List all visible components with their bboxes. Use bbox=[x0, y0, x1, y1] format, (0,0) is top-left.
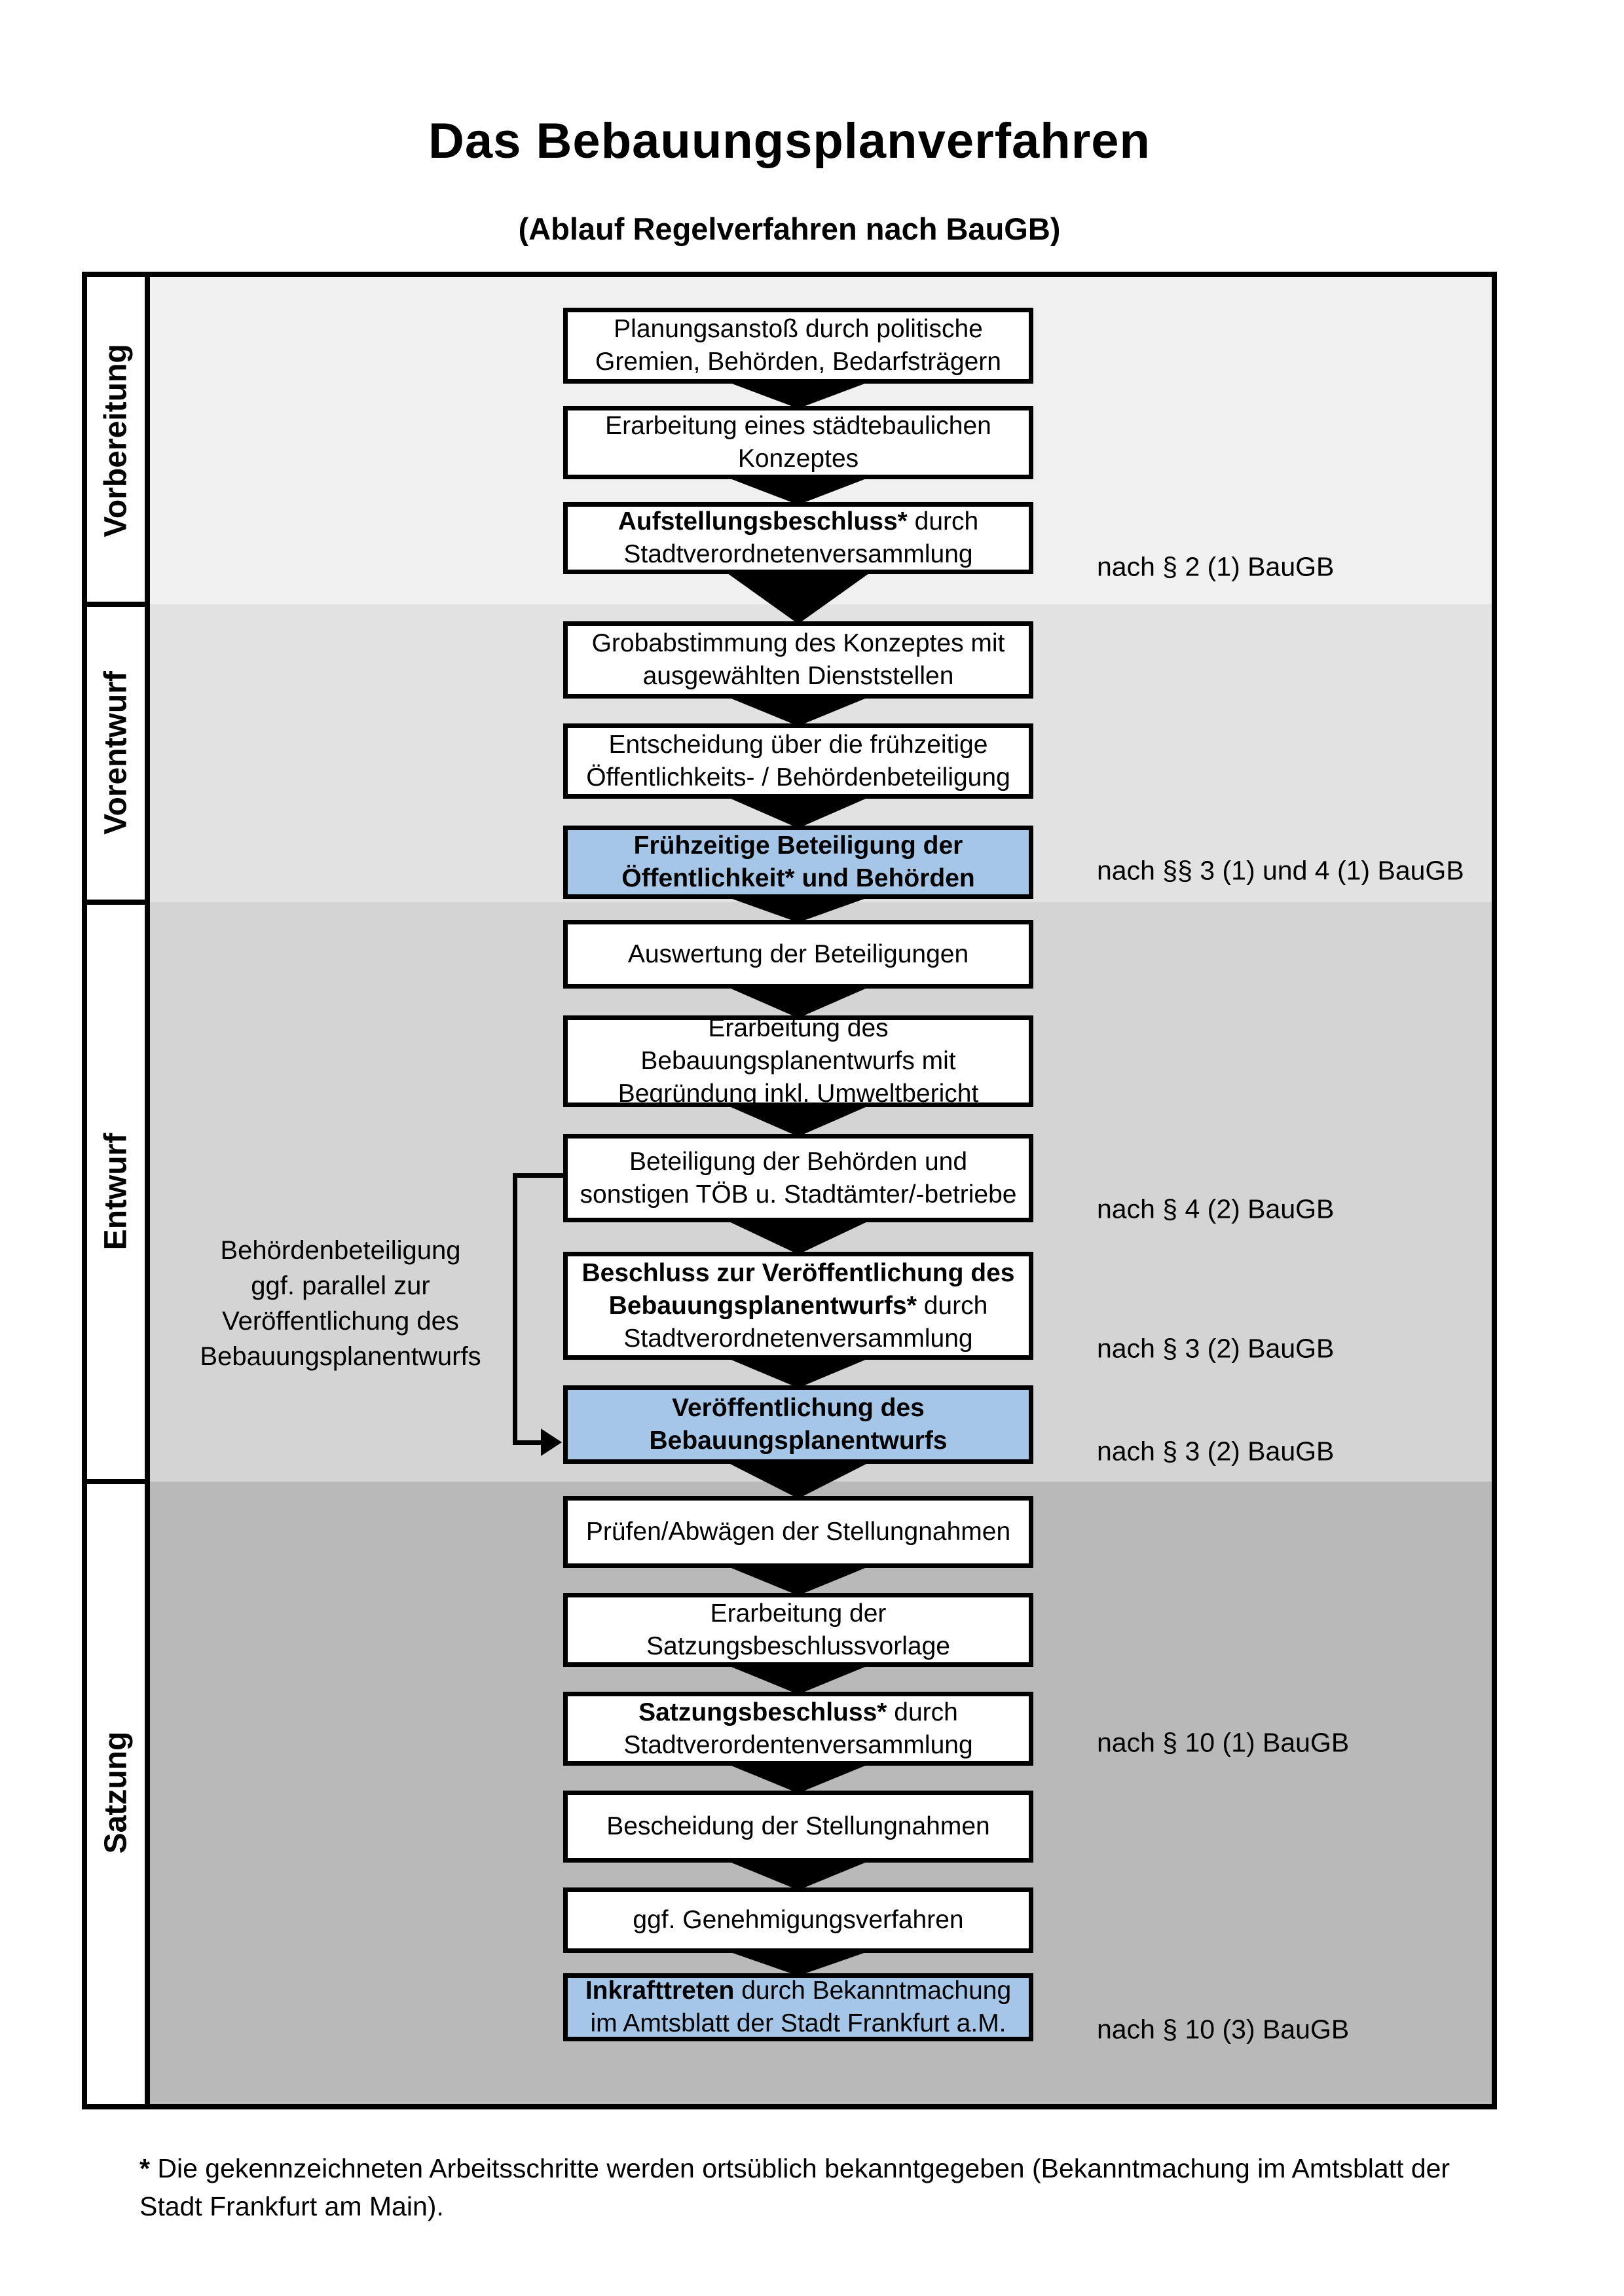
parallel-connector-bottom-line bbox=[517, 1440, 544, 1445]
flow-arrow-down-icon bbox=[725, 1565, 872, 1595]
phase-label-vorbereitung: Vorbereitung bbox=[98, 344, 134, 538]
flow-arrow-down-icon bbox=[725, 1763, 872, 1793]
phase-label-satzung: Satzung bbox=[98, 1731, 134, 1854]
label-column-divider bbox=[145, 272, 150, 2109]
step-text: Entscheidung über die frühzeitige Öffent… bbox=[586, 730, 1010, 792]
step-fruehzeitige-beteiligung: Frühzeitige Beteiligung der Öffentlichke… bbox=[563, 826, 1033, 899]
step-text: Erarbeitung des Bebauungsplanentwurfs mi… bbox=[618, 1014, 979, 1108]
step-satzungsbeschlussvorlage: Erarbeitung der Satzungsbeschlussvorlage bbox=[563, 1593, 1033, 1667]
step-erarbeitung-entwurf: Erarbeitung des Bebauungsplanentwurfs mi… bbox=[563, 1014, 1033, 1108]
legal-ref-inkrafttreten: nach § 10 (3) BauGB bbox=[1097, 2014, 1350, 2045]
step-text: Planungsanstoß durch politische Gremien,… bbox=[595, 315, 1001, 376]
legal-ref-veroeffentlichung: nach § 3 (2) BauGB bbox=[1097, 1436, 1335, 1467]
step-veroeffentlichung: Veröffentlichung des Bebauungsplanentwur… bbox=[563, 1385, 1033, 1464]
step-text: Satzungsbeschluss* durch Stadtverordente… bbox=[623, 1698, 973, 1759]
step-text: Auswertung der Beteiligungen bbox=[627, 939, 969, 968]
flow-arrow-down-icon bbox=[725, 1220, 872, 1254]
parallel-note: Behördenbeteiligung ggf. parallel zur Ve… bbox=[200, 1236, 481, 1371]
step-aufstellungsbeschluss: Aufstellungsbeschluss* durch Stadtverord… bbox=[563, 502, 1033, 574]
step-inkrafttreten: Inkrafttreten durch Bekanntmachung im Am… bbox=[563, 1973, 1033, 2041]
legal-ref-fruehzeitige-beteiligung: nach §§ 3 (1) und 4 (1) BauGB bbox=[1097, 855, 1464, 886]
flow-arrow-down-icon bbox=[725, 696, 872, 726]
flowchart-frame bbox=[82, 272, 1497, 2109]
step-satzungsbeschluss: Satzungsbeschluss* durch Stadtverordente… bbox=[563, 1692, 1033, 1766]
step-genehmigungsverfahren: ggf. Genehmigungsverfahren bbox=[563, 1887, 1033, 1953]
step-text: Beschluss zur Veröffentlichung des Bebau… bbox=[581, 1258, 1015, 1353]
step-text: Aufstellungsbeschluss* durch Stadtverord… bbox=[618, 507, 979, 568]
step-entscheidung-beteiligung: Entscheidung über die frühzeitige Öffent… bbox=[563, 723, 1033, 799]
step-text: Erarbeitung der Satzungsbeschlussvorlage bbox=[646, 1599, 950, 1660]
phase-label-entwurf: Entwurf bbox=[98, 1133, 134, 1250]
step-beteiligung-behoerden: Beteiligung der Behörden und sonstigen T… bbox=[563, 1134, 1033, 1222]
step-planungsanstoss: Planungsanstoß durch politische Gremien,… bbox=[563, 308, 1033, 384]
footnote-marker: * bbox=[139, 2153, 150, 2183]
flow-arrow-down-icon bbox=[725, 1104, 872, 1137]
legal-ref-aufstellungsbeschluss: nach § 2 (1) BauGB bbox=[1097, 551, 1335, 582]
flow-arrow-down-icon bbox=[725, 1664, 872, 1694]
flow-arrow-down-icon bbox=[725, 381, 872, 409]
phase-cell-divider bbox=[87, 602, 145, 607]
parallel-connector-arrowhead-icon bbox=[541, 1429, 562, 1456]
step-beschluss-veroeffentlichung: Beschluss zur Veröffentlichung des Bebau… bbox=[563, 1252, 1033, 1360]
footnote-text: Die gekennzeichneten Arbeitsschritte wer… bbox=[139, 2153, 1450, 2221]
flow-arrow-down-icon bbox=[725, 1860, 872, 1890]
flow-arrow-down-icon bbox=[725, 1950, 872, 1976]
phase-cell-divider bbox=[87, 1479, 145, 1484]
step-text: Inkrafttreten durch Bekanntmachung im Am… bbox=[585, 1977, 1012, 2037]
parallel-connector-top-line bbox=[513, 1173, 563, 1178]
flow-arrow-down-icon bbox=[725, 1357, 872, 1388]
step-grobabstimmung: Grobabstimmung des Konzeptes mit ausgewä… bbox=[563, 621, 1033, 699]
flow-arrow-down-icon bbox=[725, 796, 872, 828]
step-pruefen-abwaegen: Prüfen/Abwägen der Stellungnahmen bbox=[563, 1496, 1033, 1568]
legal-ref-behoerdenbeteiligung: nach § 4 (2) BauGB bbox=[1097, 1194, 1335, 1224]
step-text: ggf. Genehmigungsverfahren bbox=[633, 1906, 964, 1934]
phase-label-vorentwurf: Vorentwurf bbox=[98, 671, 134, 835]
step-bescheidung: Bescheidung der Stellungnahmen bbox=[563, 1791, 1033, 1863]
step-text: Frühzeitige Beteiligung der Öffentlichke… bbox=[621, 831, 975, 892]
step-text: Erarbeitung eines städtebaulichen Konzep… bbox=[605, 412, 991, 473]
footnote: * Die gekennzeichneten Arbeitsschritte w… bbox=[139, 2149, 1508, 2225]
step-text: Veröffentlichung des Bebauungsplanentwur… bbox=[649, 1394, 948, 1455]
step-staedtebauliches-konzept: Erarbeitung eines städtebaulichen Konzep… bbox=[563, 406, 1033, 479]
flow-arrow-down-icon bbox=[725, 1461, 872, 1499]
step-text: Beteiligung der Behörden und sonstigen T… bbox=[580, 1147, 1017, 1209]
flow-arrow-down-icon bbox=[725, 986, 872, 1018]
step-text: Bescheidung der Stellungnahmen bbox=[606, 1812, 990, 1840]
page-title: Das Bebauungsplanverfahren bbox=[428, 113, 1151, 169]
phase-cell-divider bbox=[87, 900, 145, 905]
flow-arrow-down-icon bbox=[725, 896, 872, 922]
flow-arrow-down-icon bbox=[725, 572, 872, 624]
step-text: Grobabstimmung des Konzeptes mit ausgewä… bbox=[591, 629, 1005, 690]
parallel-connector-vertical-line bbox=[513, 1173, 517, 1445]
flow-arrow-down-icon bbox=[725, 477, 872, 505]
page-subtitle: (Ablauf Regelverfahren nach BauGB) bbox=[518, 211, 1061, 246]
legal-ref-beschluss-veroeffentlichung: nach § 3 (2) BauGB bbox=[1097, 1333, 1335, 1364]
legal-ref-satzungsbeschluss: nach § 10 (1) BauGB bbox=[1097, 1727, 1350, 1758]
step-text: Prüfen/Abwägen der Stellungnahmen bbox=[585, 1518, 1011, 1546]
step-auswertung: Auswertung der Beteiligungen bbox=[563, 920, 1033, 989]
